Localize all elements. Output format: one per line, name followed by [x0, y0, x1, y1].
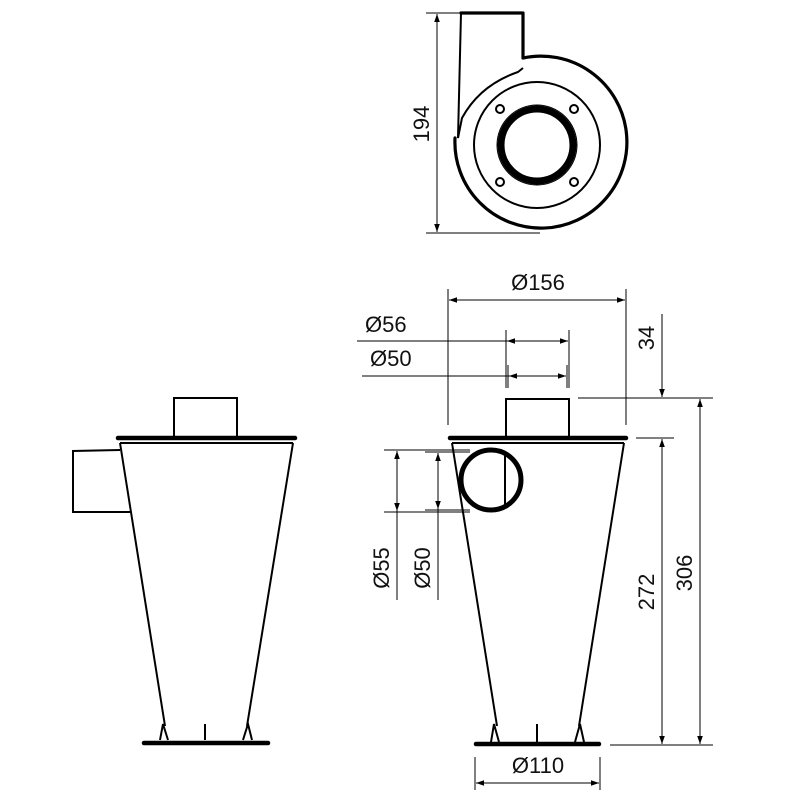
dimension-top-height: 194 [409, 106, 434, 143]
dimension-body-diameter: Ø156 [511, 270, 565, 295]
dimension-base-diameter: Ø110 [512, 753, 564, 778]
dimension-total-height: 306 [672, 555, 697, 592]
dimension-outlet-outer-diameter: Ø56 [365, 312, 407, 337]
side-view [72, 397, 298, 746]
top-view: 194 [409, 11, 629, 234]
dimension-outlet-height: 34 [634, 326, 659, 350]
dimension-inlet-inner-diameter: Ø50 [410, 547, 435, 589]
front-view: Ø156 Ø56 Ø50 34 272 306 Ø55 [357, 270, 713, 790]
dimension-outlet-inner-diameter: Ø50 [370, 346, 412, 371]
dimension-body-height: 272 [634, 574, 659, 611]
dimension-inlet-outer-diameter: Ø55 [369, 547, 394, 589]
